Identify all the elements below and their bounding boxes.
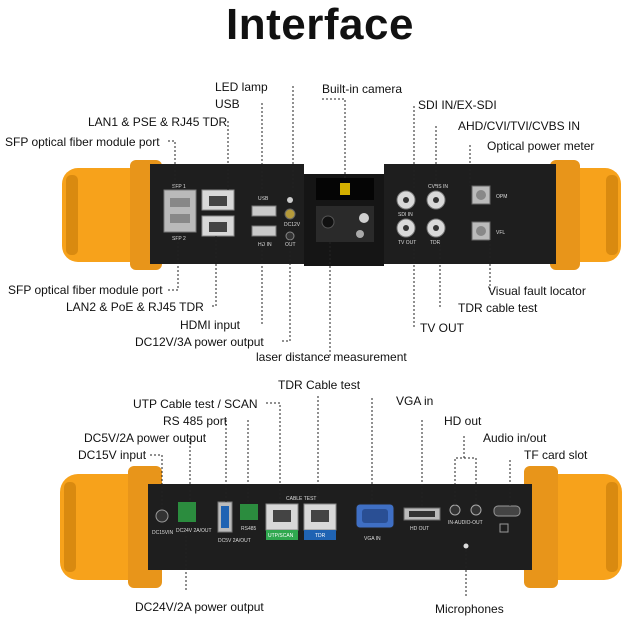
label-dc5v: DC5V/2A power output [84,431,206,445]
label-sdi: SDI IN/EX-SDI [418,98,497,112]
label-vfl: Visual fault locator [488,284,586,298]
label-sfp-bottom: SFP optical fiber module port [8,283,163,297]
label-laser: laser distance measurement [256,350,407,364]
label-audio: Audio in/out [483,431,546,445]
label-lan1: LAN1 & PSE & RJ45 TDR [88,115,227,129]
label-dc15v: DC15V input [78,448,146,462]
label-mic: Microphones [435,602,504,616]
label-dc12: DC12V/3A power output [135,335,264,349]
label-usb: USB [215,97,240,111]
label-dc24v: DC24V/2A power output [135,600,264,614]
label-led-lamp: LED lamp [215,80,268,94]
label-tv-out: TV OUT [420,321,464,335]
label-hdmi: HDMI input [180,318,240,332]
label-vga: VGA in [396,394,433,408]
label-tf: TF card slot [524,448,587,462]
label-ahd: AHD/CVI/TVI/CVBS IN [458,119,580,133]
label-tdr: TDR cable test [458,301,537,315]
label-rs485: RS 485 port [163,414,227,428]
label-hd-out: HD out [444,414,481,428]
label-opm: Optical power meter [487,139,594,153]
label-tdr-cable: TDR Cable test [278,378,360,392]
label-builtin-camera: Built-in camera [322,82,402,96]
label-lan2: LAN2 & PoE & RJ45 TDR [66,300,204,314]
label-sfp-top: SFP optical fiber module port [5,135,160,149]
label-utp: UTP Cable test / SCAN [133,397,258,411]
